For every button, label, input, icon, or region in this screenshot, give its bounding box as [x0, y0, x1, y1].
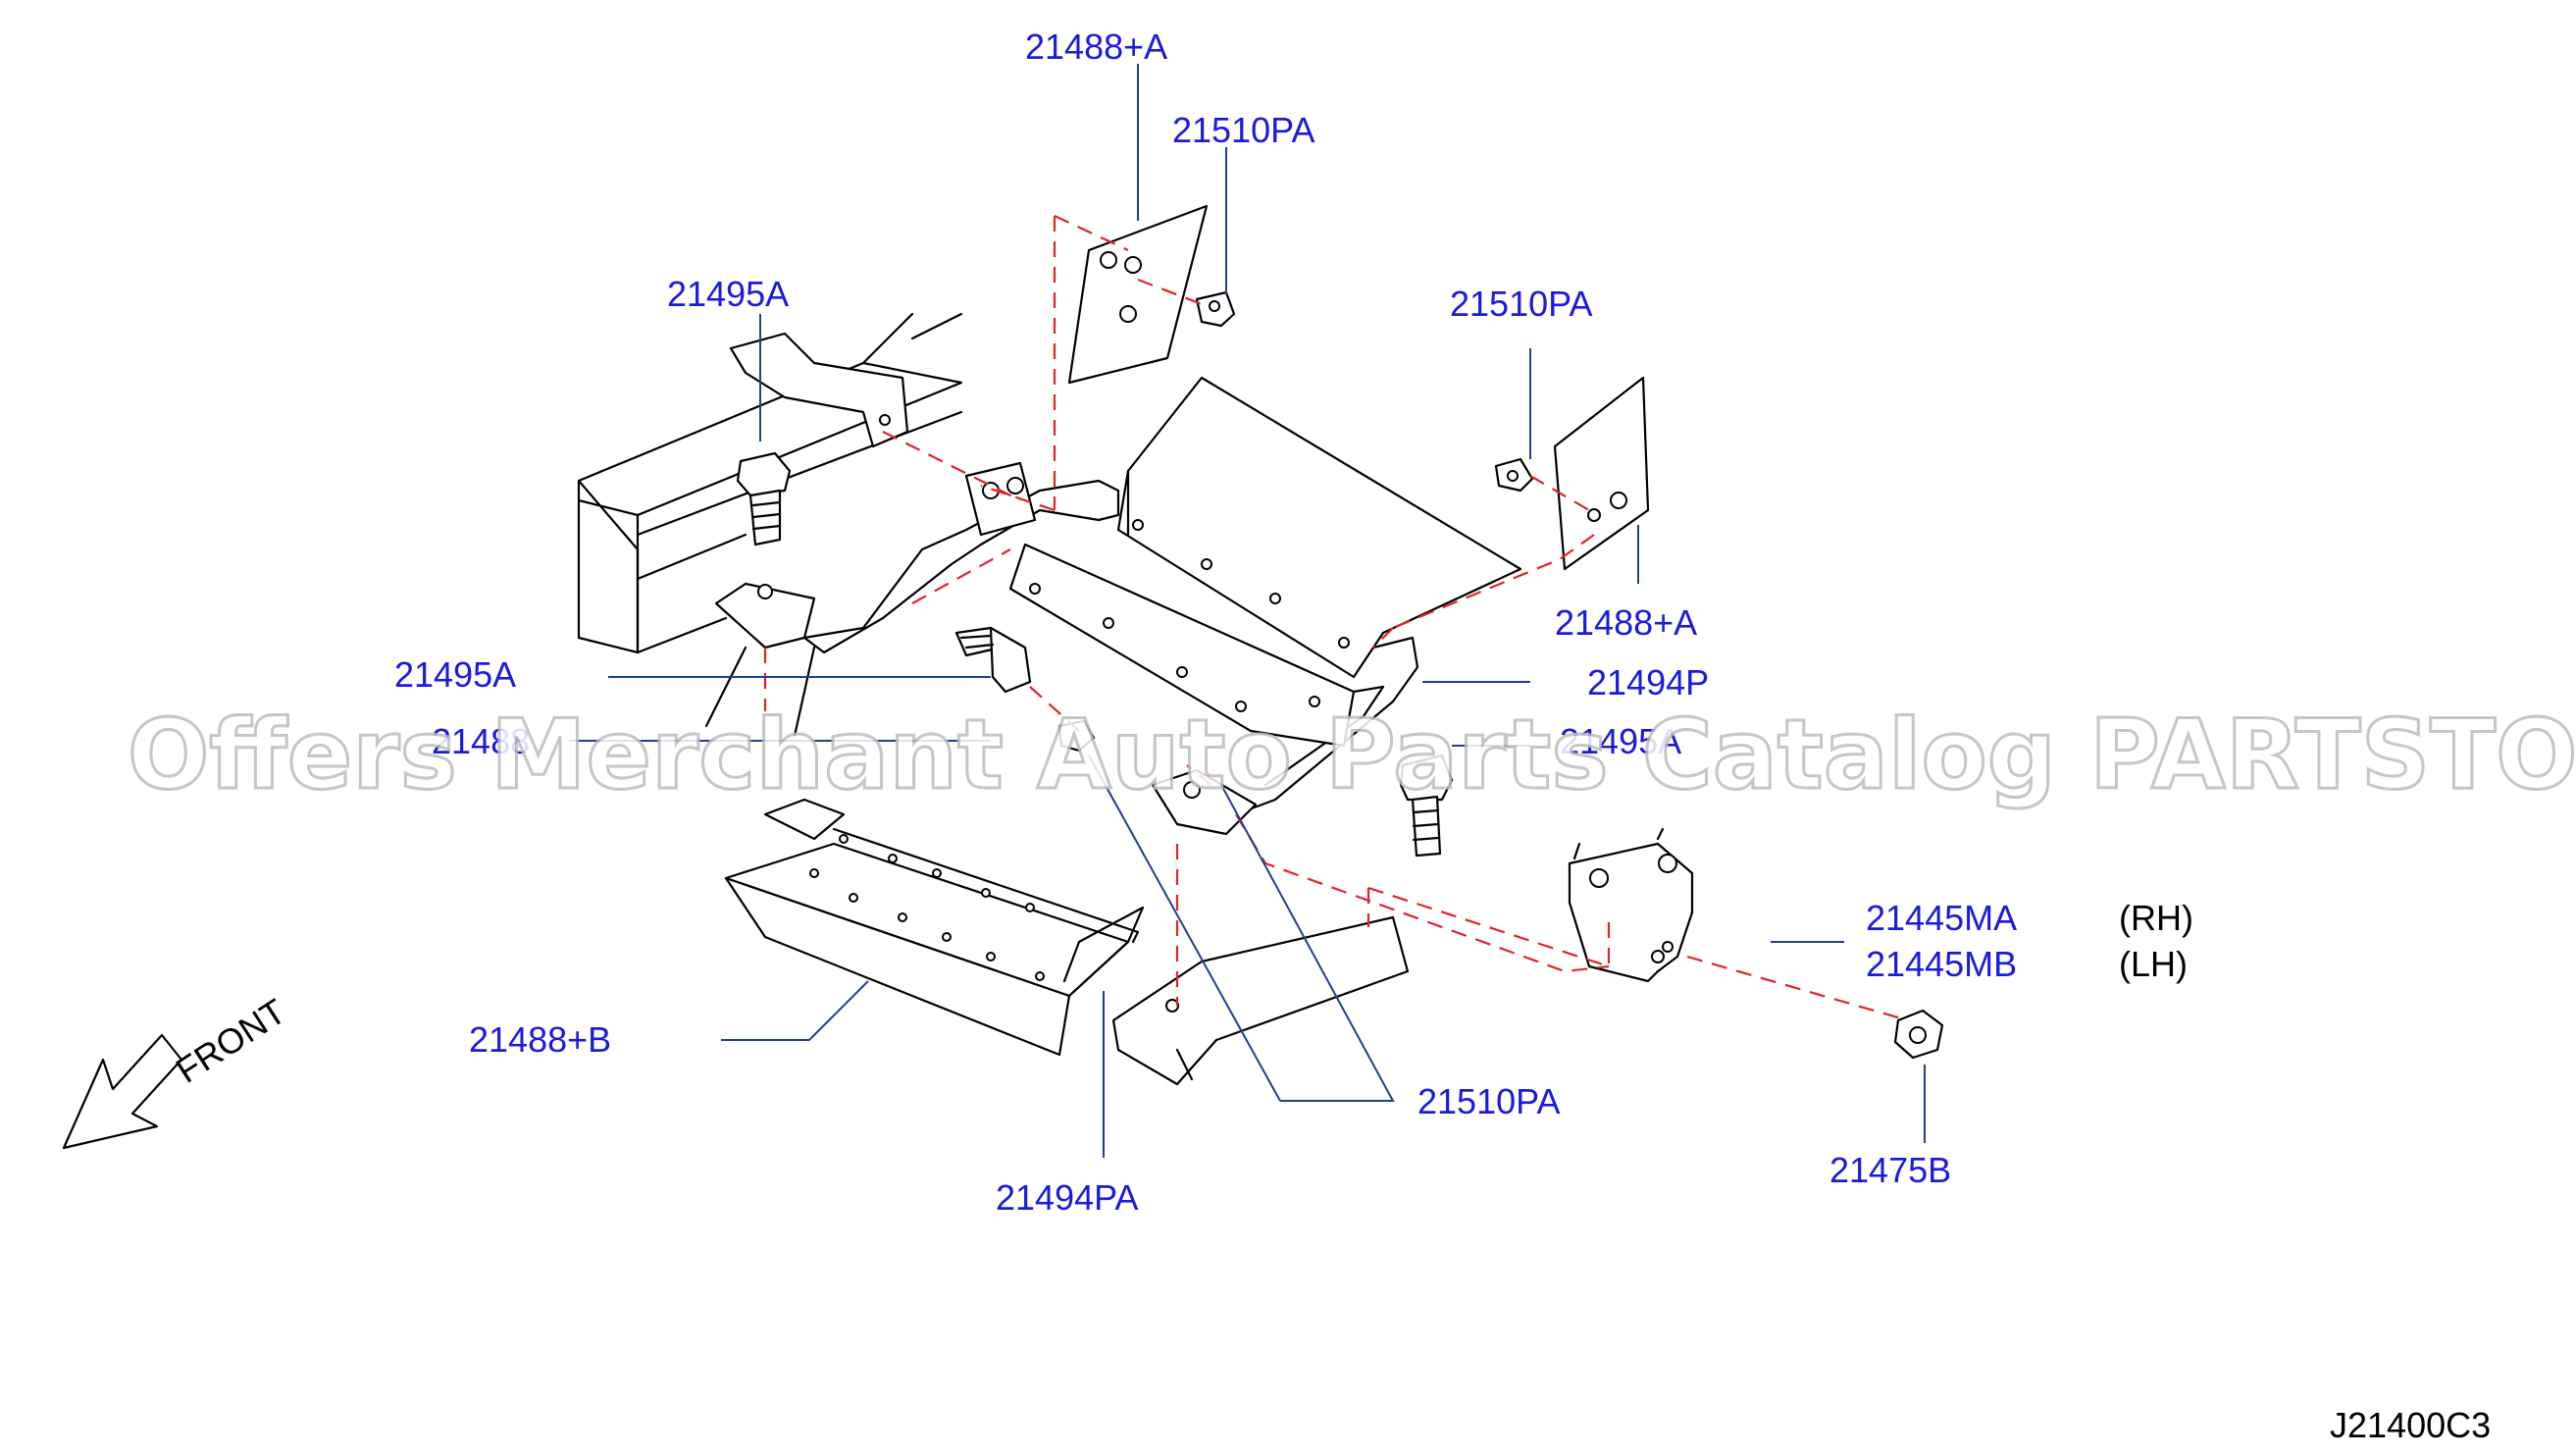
diagram-code: J21400C3	[2330, 1405, 2491, 1445]
side-lh: (LH)	[2119, 944, 2188, 984]
bracket-21445ma	[1568, 827, 1694, 983]
callout-21510pa-top: 21510PA	[1172, 110, 1314, 150]
callout-21510pa-bottom: 21510PA	[1417, 1081, 1560, 1121]
callout-21488a-top: 21488+A	[1025, 26, 1167, 67]
callout-21510pa-right: 21510PA	[1450, 284, 1592, 324]
callout-21445ma: 21445MA	[1866, 898, 2017, 938]
callout-21488a-right: 21488+A	[1555, 602, 1697, 643]
callout-21475b: 21475B	[1829, 1150, 1951, 1190]
side-rh: (RH)	[2119, 898, 2193, 938]
bolt-21495a-middle	[954, 626, 1032, 694]
callout-21495a-top: 21495A	[667, 274, 789, 314]
front-arrow-icon	[62, 1033, 183, 1150]
callout-21495a-right: 21495A	[1560, 721, 1681, 761]
watermark: Offers Merchant Auto Parts Catalog PARTS…	[128, 700, 2576, 811]
clip-21510pa-right	[1494, 457, 1534, 493]
upper-left-bracket	[729, 332, 909, 448]
lower-left-bracket	[704, 582, 816, 738]
bumper-reinforcement	[1111, 915, 1410, 1086]
lower-guide-flange	[763, 798, 1145, 998]
seal-21488a-upper	[1067, 204, 1209, 385]
bolt-21495a-upper	[736, 451, 792, 546]
clip-21510pa-upper	[1195, 290, 1236, 328]
bolt-21495a-right	[1399, 754, 1454, 858]
seal-21488a-right	[1553, 376, 1650, 571]
callout-21488-left: 21488	[432, 721, 530, 761]
callout-21494p: 21494P	[1587, 662, 1709, 702]
callout-21488b: 21488+B	[469, 1019, 611, 1060]
clip-21510pa-lower	[1057, 719, 1096, 753]
callout-21494pa: 21494PA	[996, 1177, 1138, 1218]
nut-21475b	[1893, 1009, 1944, 1060]
air-guide-panel-upper	[1116, 376, 1522, 679]
callout-21495a-left: 21495A	[394, 654, 516, 695]
air-guide-panel-middle	[1008, 543, 1356, 748]
leader-lines	[569, 64, 1926, 1158]
front-label: FRONT	[169, 991, 292, 1091]
callout-21445mb: 21445MB	[1866, 944, 2017, 984]
lower-guide-21488b	[724, 827, 1140, 1057]
